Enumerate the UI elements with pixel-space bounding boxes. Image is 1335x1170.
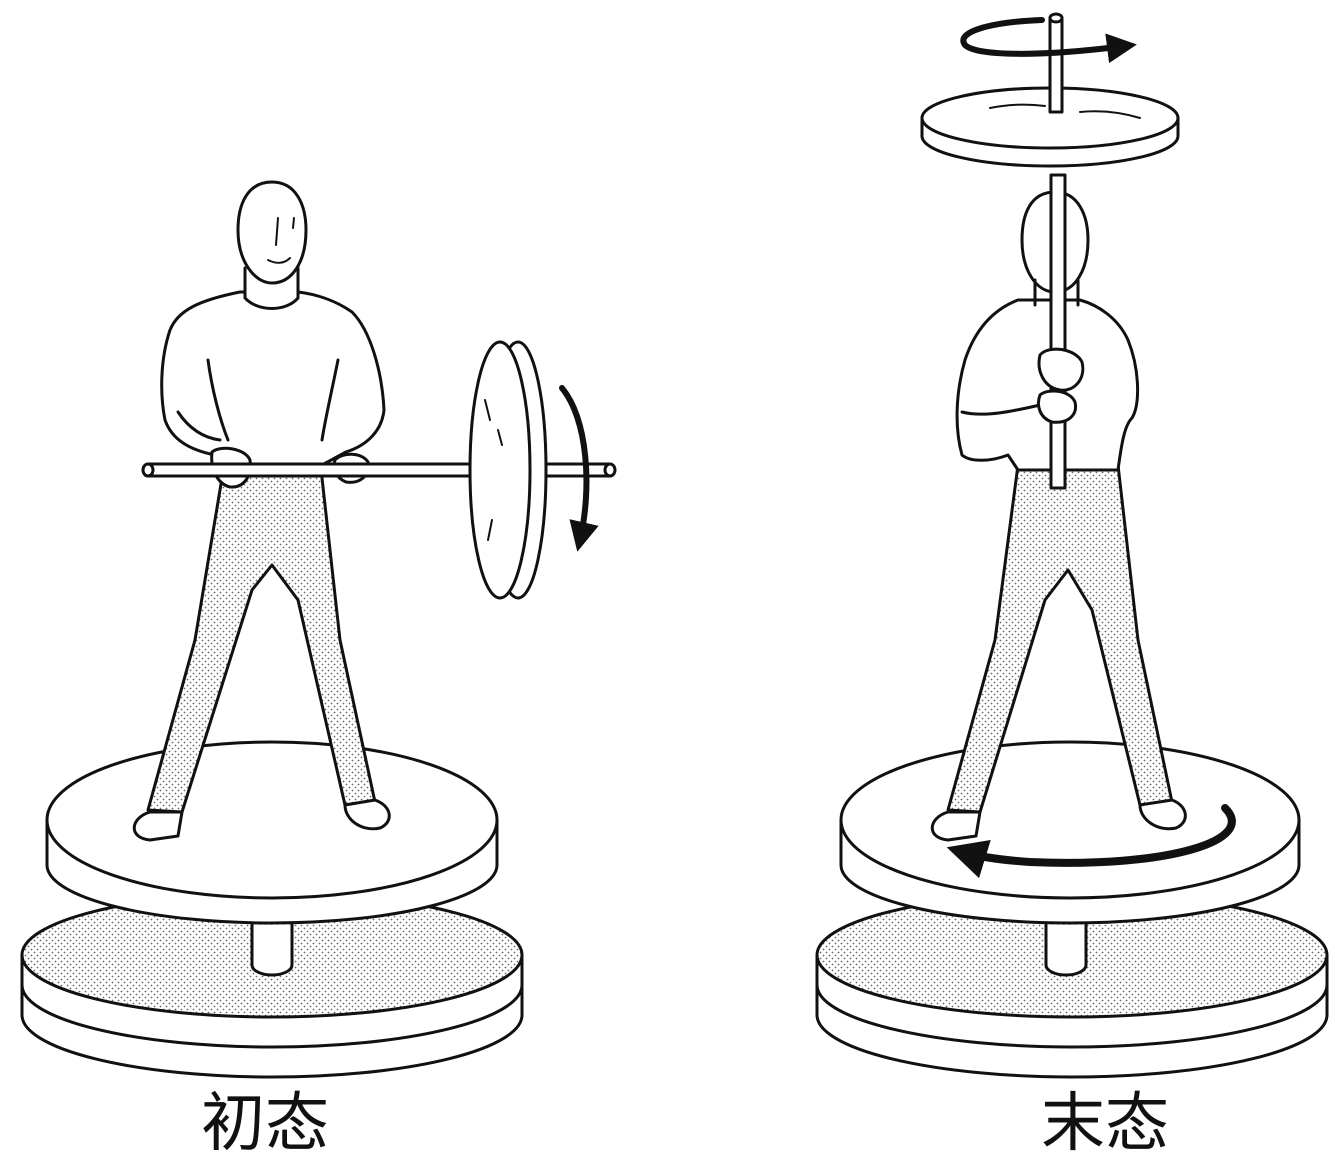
person-initial — [132, 180, 391, 842]
bicycle-wheel-final — [920, 12, 1180, 168]
caption-initial-state: 初态 — [201, 1087, 329, 1161]
rotation-arrow-initial — [559, 385, 599, 552]
person-final — [930, 173, 1187, 842]
bicycle-wheel-initial — [141, 340, 617, 600]
rotation-arrow-platform-final — [946, 804, 1236, 879]
turntable-initial — [20, 740, 524, 1079]
rotation-arrow-wheel-final — [960, 17, 1137, 64]
caption-final-state: 末态 — [1041, 1087, 1169, 1161]
turntable-final — [815, 740, 1329, 1079]
